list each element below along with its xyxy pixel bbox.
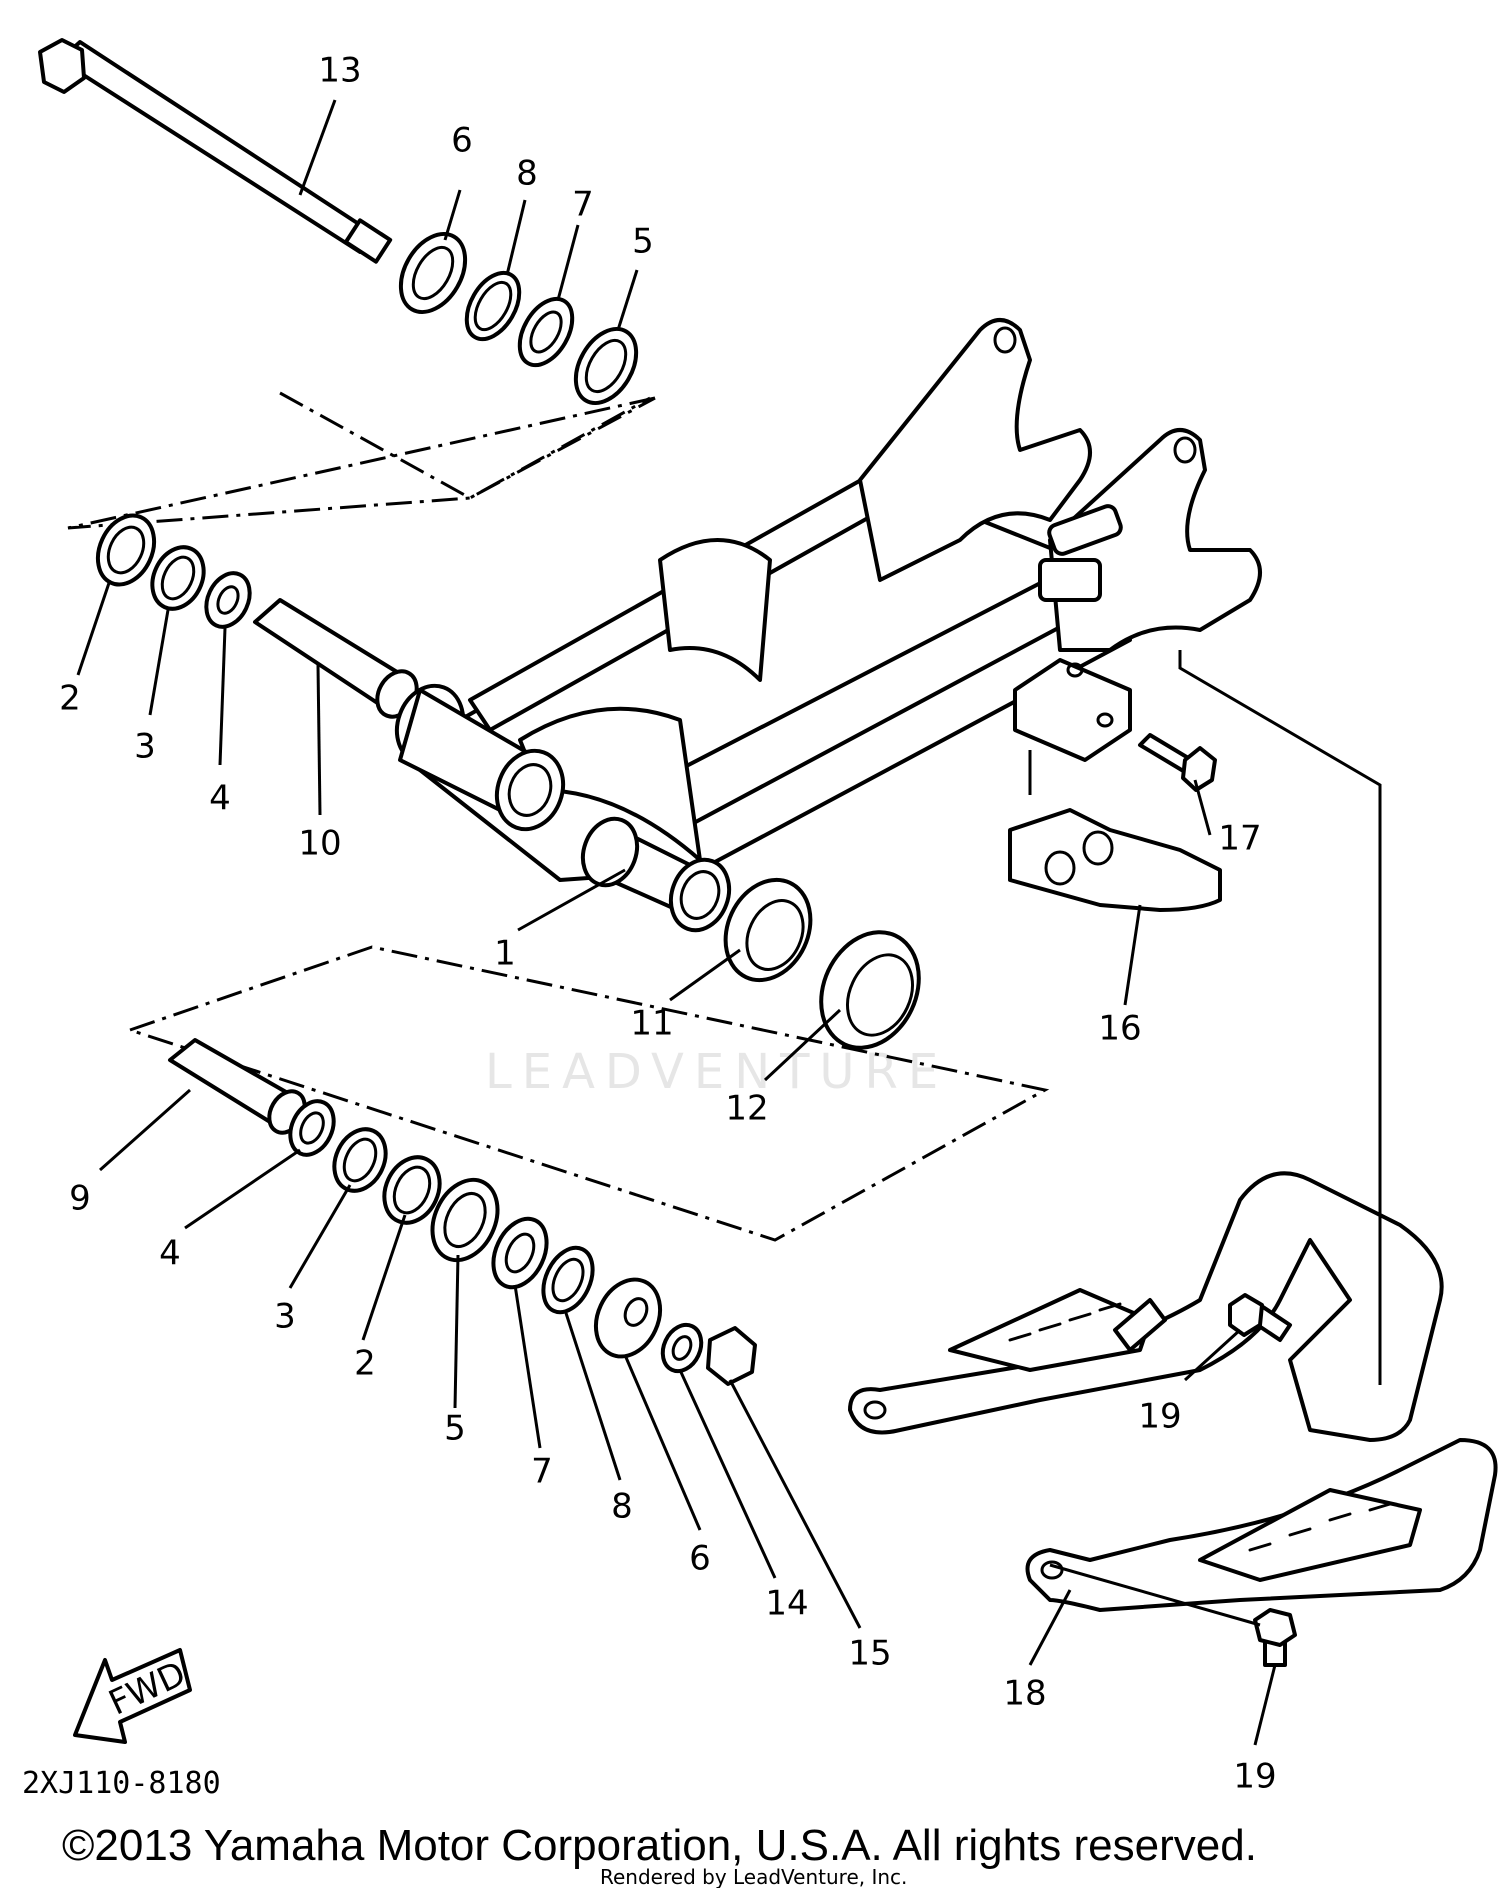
nut-15 (706, 1326, 757, 1386)
leadventure-watermark: LEADVENTURE (485, 1044, 948, 1100)
callout-3-lower: 3 (274, 1297, 296, 1337)
group-bracket-upper (67, 391, 656, 530)
fwd-arrow: FWD (73, 1648, 192, 1744)
collar-lower-6 (593, 1277, 663, 1359)
bracket-on-arm (1013, 658, 1132, 762)
collar-11 (723, 877, 813, 983)
bolt-17 (1138, 733, 1217, 792)
seal-upper-5 (573, 327, 639, 405)
callout-6-lower: 6 (689, 1539, 711, 1579)
callout-4-lower: 4 (159, 1234, 181, 1274)
washer-upper-4 (204, 571, 252, 629)
callout-16: 16 (1098, 1009, 1141, 1049)
callout-6-upper: 6 (451, 121, 473, 161)
washer-lower-7 (491, 1216, 549, 1290)
footrest-guard-18 (848, 1171, 1498, 1612)
oil-seal-12 (819, 930, 921, 1050)
swingarm-body (394, 318, 1262, 933)
callout-1: 1 (494, 934, 516, 974)
callout-19-upper: 19 (1138, 1397, 1181, 1437)
collar-tube-10 (253, 598, 419, 719)
group-bracket-lower (129, 945, 1050, 1242)
callout-19-lower: 19 (1233, 1757, 1276, 1797)
callout-8-lower: 8 (611, 1487, 633, 1527)
callout-8-upper: 8 (516, 154, 538, 194)
copyright-text: ©2013 Yamaha Motor Corporation, U.S.A. A… (62, 1821, 1257, 1870)
callout-12: 12 (725, 1089, 768, 1129)
callout-10: 10 (298, 824, 341, 864)
callout-5-lower: 5 (444, 1409, 466, 1449)
callout-4-upper: 4 (209, 779, 231, 819)
bolt-19-upper (1228, 1293, 1292, 1342)
bearing-lower-2 (382, 1155, 442, 1225)
callout-labels: 13 6 8 7 5 2 3 4 10 1 11 12 16 17 9 4 3 … (59, 51, 1276, 1797)
callout-15: 15 (848, 1634, 891, 1674)
callout-3-upper: 3 (134, 727, 156, 767)
leader-lines (76, 99, 1382, 1746)
washer-lower-4 (288, 1099, 336, 1157)
callout-13: 13 (318, 51, 361, 91)
pivot-shaft (38, 38, 393, 264)
callout-11: 11 (630, 1004, 673, 1044)
washer-upper-8 (464, 270, 522, 342)
drawing-code: 2XJ110-8180 (22, 1766, 221, 1801)
callout-7-upper: 7 (572, 185, 594, 225)
callout-5-upper: 5 (632, 222, 654, 262)
callout-2-upper: 2 (59, 679, 81, 719)
collar-upper (398, 232, 468, 314)
callout-9: 9 (69, 1179, 91, 1219)
bolt-19-lower (1253, 1608, 1297, 1667)
callout-7-lower: 7 (531, 1452, 553, 1492)
callout-14: 14 (765, 1584, 808, 1624)
chain-slider-16 (1008, 808, 1222, 912)
rendered-by-text: Rendered by LeadVenture, Inc. (600, 1865, 907, 1888)
callout-17: 17 (1218, 819, 1261, 859)
washer-14 (660, 1322, 704, 1374)
callout-18: 18 (1003, 1674, 1046, 1714)
callout-2-lower: 2 (354, 1344, 376, 1384)
